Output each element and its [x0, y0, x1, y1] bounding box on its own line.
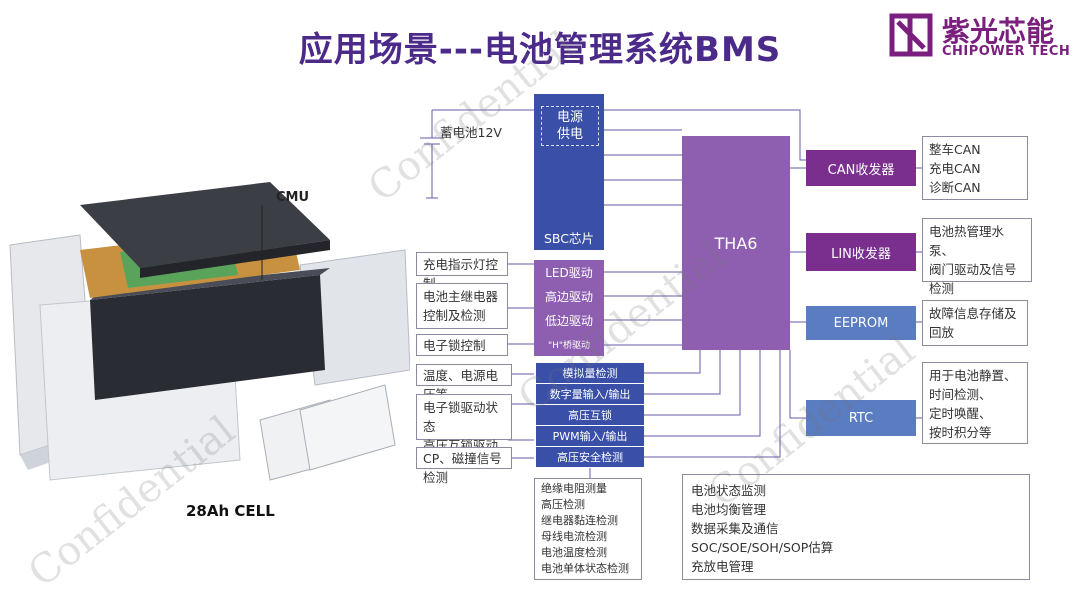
detection-item: 电池温度检测 — [541, 546, 607, 559]
bms-function-box: 电池状态监测 电池均衡管理 数据采集及通信 SOC/SOE/SOH/SOP估算 … — [682, 474, 1030, 580]
power-supply-line1: 电源 — [556, 110, 583, 125]
peripheral-desc-line: 故障信息存储及 — [929, 306, 1017, 321]
left-box-e-lock: 电子锁控制 — [416, 334, 508, 356]
eeprom-description-box: 故障信息存储及 回放 — [922, 300, 1028, 346]
left-box-cp-signal: CP、磁撞信号检测 — [416, 447, 512, 485]
peripheral-desc-line: 电池热管理水泵、 — [929, 224, 1005, 258]
left-box-line: 电池主继电器 — [423, 289, 499, 304]
company-logo: 紫光芯能 CHIPOWER TECH — [888, 10, 1073, 62]
left-box-e-lock-status: 电子锁驱动状态 高压互锁驱动 — [416, 394, 512, 453]
power-supply-box: 电源 供电 — [541, 106, 599, 146]
cell-label: 28Ah CELL — [186, 502, 275, 520]
battery-pack-illustration — [9, 182, 410, 481]
peripheral-desc-line: 检测 — [929, 281, 955, 296]
io-list: 模拟量检测 数字量输入/输出 高压互锁 PWM输入/输出 高压安全检测 — [536, 363, 644, 469]
can-transceiver: CAN收发器 — [806, 150, 916, 186]
sbc-chip-block: 电源 供电 SBC芯片 — [534, 94, 604, 250]
cmu-cover — [80, 182, 330, 268]
rtc-description-box: 用于电池静置、 时间检测、 定时唤醒、 按时积分等 — [922, 362, 1028, 444]
left-box-line: CP、磁撞信号检测 — [423, 451, 502, 485]
bms-function-item: SOC/SOE/SOH/SOP估算 — [691, 540, 834, 555]
detection-list-box: 绝缘电阻测量 高压检测 继电器黏连检测 母线电流检测 电池温度检测 电池单体状态… — [534, 478, 642, 580]
sbc-item-high-side: 高边驱动 — [544, 289, 593, 304]
peripheral-desc-line: 阀门驱动及信号 — [929, 262, 1017, 277]
bms-function-item: 电池状态监测 — [691, 483, 767, 498]
logo-name: 紫光芯能 — [942, 15, 1055, 48]
io-item-digital: 数字量输入/输出 — [536, 384, 644, 404]
lin-description-box: 电池热管理水泵、 阀门驱动及信号 检测 — [922, 218, 1032, 296]
peripheral-desc-line: 时间检测、 — [929, 387, 992, 402]
eeprom: EEPROM — [806, 306, 916, 340]
peripheral-desc-line: 用于电池静置、 — [929, 368, 1017, 383]
rtc: RTC — [806, 400, 916, 436]
peripheral-desc-line: 充电CAN — [929, 161, 981, 176]
io-item-analog: 模拟量检测 — [536, 363, 644, 383]
peripheral-desc-line: 回放 — [929, 325, 955, 340]
left-box-line: 电子锁控制 — [423, 338, 486, 353]
sbc-driver-list: LED驱动 高边驱动 低边驱动 "H"桥驱动 — [534, 260, 604, 356]
can-description-box: 整车CAN 充电CAN 诊断CAN — [922, 136, 1028, 200]
detection-item: 电池单体状态检测 — [541, 562, 629, 575]
power-supply-line2: 供电 — [556, 127, 583, 142]
sbc-item-low-side: 低边驱动 — [544, 313, 593, 328]
logo-subtitle: CHIPOWER TECH — [942, 44, 1071, 59]
sbc-item-h-bridge: "H"桥驱动 — [547, 340, 591, 351]
peripheral-desc-line: 诊断CAN — [929, 180, 981, 195]
detection-item: 继电器黏连检测 — [541, 514, 618, 527]
peripheral-desc-line: 整车CAN — [929, 142, 981, 157]
io-item-pwm: PWM输入/输出 — [536, 426, 644, 446]
mcu-tha6: THA6 — [682, 136, 790, 350]
left-box-line: 控制及检测 — [423, 308, 486, 323]
peripheral-desc-line: 定时唤醒、 — [929, 406, 992, 421]
io-item-hv-safety: 高压安全检测 — [536, 447, 644, 467]
peripheral-desc-line: 按时积分等 — [929, 425, 992, 440]
left-box-main-relay: 电池主继电器 控制及检测 — [416, 283, 508, 329]
lin-transceiver: LIN收发器 — [806, 233, 916, 271]
logo-mark-icon — [889, 13, 933, 57]
detection-item: 母线电流检测 — [541, 530, 607, 543]
end-rack-right — [299, 384, 396, 471]
detection-item: 高压检测 — [541, 498, 585, 511]
detection-item: 绝缘电阻测量 — [541, 482, 607, 495]
cmu-label: CMU — [276, 190, 310, 205]
bms-function-item: 数据采集及通信 — [691, 521, 779, 536]
bms-function-item: 电池均衡管理 — [691, 502, 767, 517]
left-box-charge-indicator: 充电指示灯控制 — [416, 252, 508, 291]
sbc-item-led: LED驱动 — [545, 265, 593, 280]
left-box-line: 电子锁驱动状态 — [423, 400, 499, 434]
battery-cells — [90, 268, 330, 400]
battery-12v-label: 蓄电池12V — [440, 125, 502, 140]
sbc-label: SBC芯片 — [543, 231, 595, 246]
io-item-hv-interlock: 高压互锁 — [536, 405, 644, 425]
left-box-temperature: 温度、电源电压等 — [416, 364, 512, 402]
bms-function-item: 充放电管理 — [691, 559, 754, 574]
page-title: 应用场景---电池管理系统BMS — [298, 30, 782, 70]
